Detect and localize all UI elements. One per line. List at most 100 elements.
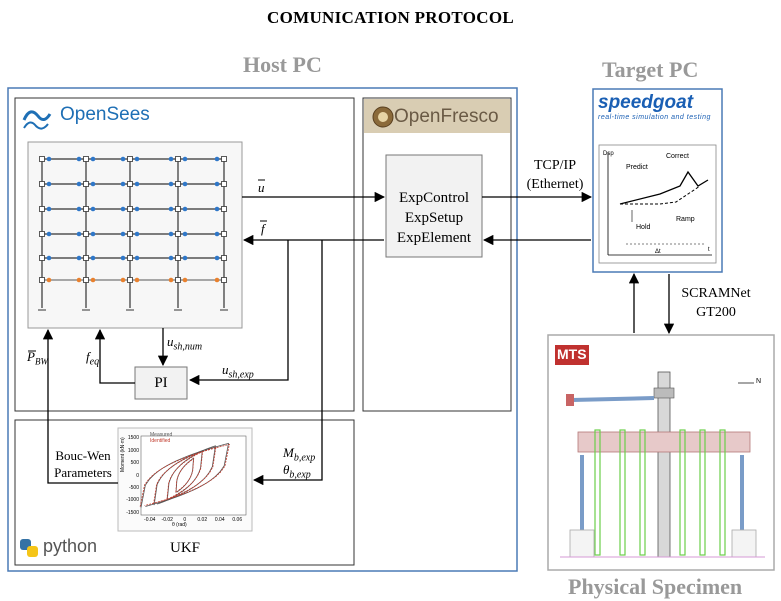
target-ylabel: Dsp <box>603 151 614 157</box>
frame-hinge <box>134 156 140 162</box>
frame-hinge <box>120 255 126 261</box>
frame-model <box>38 156 228 311</box>
opensees-logo-icon <box>22 110 52 130</box>
frame-hinge <box>182 181 188 187</box>
specimen-green-post <box>699 429 706 556</box>
frame-hinge <box>76 231 82 237</box>
frame-hinge <box>182 231 188 237</box>
frame-node <box>221 277 227 283</box>
hysteresis-legend-identified: Identified <box>150 438 171 444</box>
frame-hinge <box>46 277 52 283</box>
diagram-title: COMUNICATION PROTOCOL <box>267 8 514 27</box>
frame-hinge <box>168 181 174 187</box>
frame-hinge <box>134 206 140 212</box>
frame-hinge <box>120 231 126 237</box>
frame-hinge <box>76 156 82 162</box>
f-eq-arrow <box>94 328 135 384</box>
specimen-drawing <box>560 371 765 558</box>
frame-hinge <box>120 206 126 212</box>
frame-hinge <box>182 156 188 162</box>
frame-hinge <box>90 231 96 237</box>
frame-hinge <box>182 277 188 283</box>
target-correct-label: Correct <box>666 153 689 160</box>
target-ramp-curve <box>620 185 701 205</box>
frame-hinge <box>168 231 174 237</box>
north-label: N <box>756 378 762 385</box>
frame-node <box>39 206 45 212</box>
specimen-beam <box>577 431 751 453</box>
hysteresis-plot <box>139 435 247 516</box>
frame-node <box>127 231 133 237</box>
target-xlabel: Δt <box>655 249 661 255</box>
mts-logo-text: MTS <box>557 346 587 362</box>
frame-node <box>39 277 45 283</box>
target-ramp-label: Ramp <box>676 216 695 223</box>
frame-node <box>175 231 181 237</box>
frame-hinge <box>46 255 52 261</box>
frame-node <box>175 181 181 187</box>
ethernet-label: (Ethernet) <box>526 177 584 192</box>
m-b-exp-label: Mb,exp <box>283 445 316 464</box>
frame-hinge <box>76 206 82 212</box>
physical-specimen-label: Physical Specimen <box>568 574 743 599</box>
hysteresis-xtick: 0 <box>183 517 187 523</box>
expcontrol-label: ExpControl <box>399 190 469 206</box>
specimen-green-post <box>639 429 646 556</box>
speedgoat-logo-text: speedgoat <box>598 92 694 113</box>
frame-hinge <box>168 156 174 162</box>
hysteresis-loop-identified <box>175 457 195 493</box>
frame-hinge <box>90 206 96 212</box>
frame-hinge <box>76 181 82 187</box>
frame-hinge <box>76 255 82 261</box>
frame-node <box>127 181 133 187</box>
bouc-wen-line1: Bouc-Wen <box>55 448 111 463</box>
opensees-logo-text: OpenSees <box>60 104 150 125</box>
target-hold-label: Hold <box>636 224 651 231</box>
specimen-foundation-right <box>731 529 757 558</box>
frame-hinge <box>214 231 220 237</box>
frame-hinge <box>90 156 96 162</box>
specimen-green-post <box>619 429 626 556</box>
hysteresis-ytick: -1500 <box>126 509 139 516</box>
frame-hinge <box>120 156 126 162</box>
specimen-green-post <box>719 429 726 556</box>
frame-hinge <box>46 156 52 162</box>
hysteresis-loop-identified <box>166 450 204 500</box>
hysteresis-ytick: -500 <box>128 484 139 491</box>
frame-node <box>83 231 89 237</box>
hysteresis-ytick: -1000 <box>126 497 139 504</box>
frame-node <box>127 206 133 212</box>
frame-node <box>83 156 89 162</box>
frame-node <box>221 156 227 162</box>
gt200-label: GT200 <box>696 305 736 320</box>
frame-node <box>39 255 45 261</box>
frame-node <box>221 181 227 187</box>
frame-node <box>127 156 133 162</box>
frame-node <box>39 181 45 187</box>
specimen-cap <box>653 387 675 399</box>
frame-hinge <box>76 277 82 283</box>
frame-node <box>83 181 89 187</box>
tcpip-label: TCP/IP <box>533 158 576 173</box>
frame-hinge <box>120 277 126 283</box>
p-bw-label: PBW <box>27 349 48 367</box>
frame-hinge <box>90 277 96 283</box>
host-pc-label: Host PC <box>243 52 322 77</box>
m-theta-arrow <box>252 240 323 486</box>
target-plot <box>607 152 712 256</box>
f-bar-label: f <box>261 221 265 236</box>
hysteresis-xtick: 0.06 <box>232 517 243 523</box>
hysteresis-ytick: 0 <box>136 472 139 479</box>
specimen-top-actuator <box>571 396 655 402</box>
specimen-foundation-left <box>569 529 595 558</box>
f-eq-label: feq <box>86 349 100 368</box>
expelement-label: ExpElement <box>396 230 472 246</box>
python-logo-icon <box>20 539 38 557</box>
frame-hinge <box>90 181 96 187</box>
hysteresis-ytick: 1000 <box>127 447 139 454</box>
frame-node <box>39 231 45 237</box>
specimen-green-post <box>594 429 601 556</box>
scramnet-label: SCRAMNet <box>681 286 751 301</box>
frame-hinge <box>46 206 52 212</box>
speedgoat-tagline: real-time simulation and testing <box>598 114 711 121</box>
